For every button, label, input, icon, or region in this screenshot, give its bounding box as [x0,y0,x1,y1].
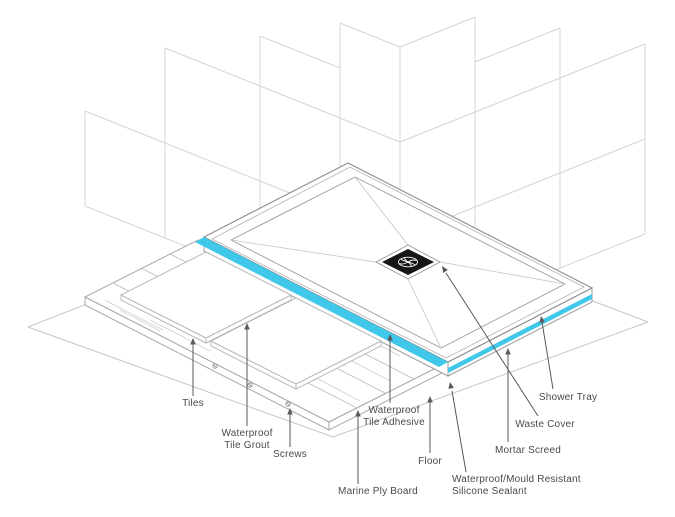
label-tiles: Tiles [182,398,204,409]
label-sealant: Waterproof/Mould Resistant Silicone Seal… [452,474,581,497]
waste-cover-part [375,244,441,280]
label-screws: Screws [273,449,307,460]
tile-b [209,297,383,385]
leader-shower-tray [541,321,554,390]
waste-cover-swirl-icon [398,256,418,268]
label-adhesive: Waterproof Tile Adhesive [363,405,425,428]
screws-marks [212,363,291,407]
floor-tiles [119,251,383,390]
label-grout: Waterproof Tile Grout [221,428,273,451]
tile-a [119,251,293,339]
label-marine-ply: Marine Ply Board [338,486,418,497]
label-mortar: Mortar Screed [495,445,561,456]
cyan-edge-band [448,294,592,373]
label-waste-cover: Waste Cover [515,419,575,430]
leader-sealant [451,390,467,473]
leader-arrowheads [190,266,545,417]
drain-slope-lines [230,176,566,349]
leader-lines [192,272,554,484]
label-floor: Floor [418,456,442,467]
label-shower-tray: Shower Tray [538,392,598,403]
cyan-adhesive-strip [195,237,448,367]
leader-waste-cover [445,272,539,417]
